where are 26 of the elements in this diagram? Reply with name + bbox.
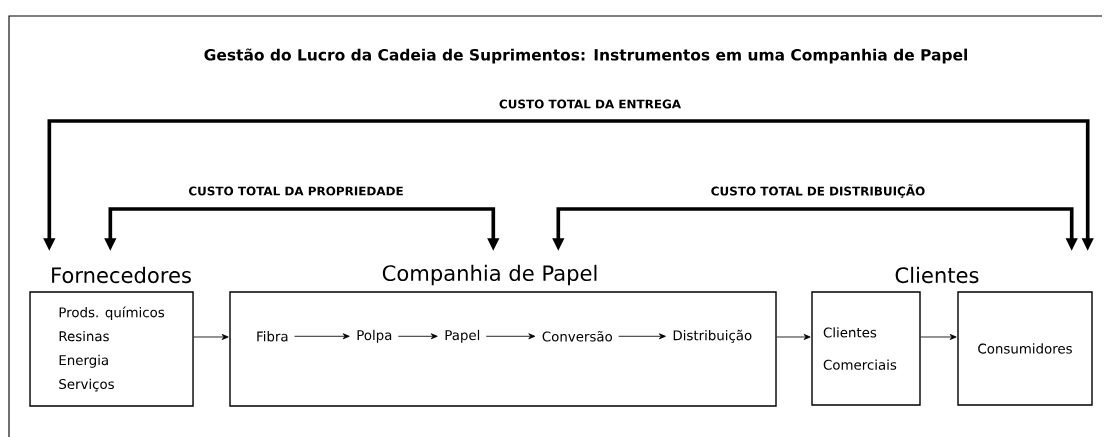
step-label: Polpa (357, 329, 392, 343)
edge-label: CUSTO TOTAL DE DISTRIBUIÇÃO (709, 182, 927, 200)
customer-box: Clientes Comerciais (811, 291, 921, 406)
node-label: Prods. químicos (59, 306, 165, 320)
step-label: Conversão (542, 331, 613, 342)
arrow (920, 334, 957, 340)
arrow (397, 333, 438, 340)
arrow (485, 333, 536, 340)
customer-box: Consumidores (957, 291, 1093, 406)
arrow (193, 334, 229, 340)
group-heading: Clientes (895, 266, 979, 284)
arrow (294, 333, 350, 340)
arrow (776, 334, 811, 340)
arrow (618, 333, 666, 340)
title: Gestão do Lucro da Cadeia de Suprimentos: Instrumentos em uma Companhia de Papel (204, 48, 967, 64)
group-heading: Companhia de Papel (382, 264, 597, 286)
supplier-box: Prods. químicos Resinas Energia Serviços (29, 291, 194, 407)
node-label: Energia (59, 354, 108, 368)
edge-label: CUSTO TOTAL DA ENTREGA (497, 98, 683, 110)
group-heading: Fornecedores (52, 266, 191, 284)
node-label: Resinas (59, 330, 109, 342)
step-label: Fibra (257, 331, 288, 342)
edge-label: CUSTO TOTAL DA PROPRIEDADE (186, 185, 406, 197)
step-label: Distribuição (673, 329, 752, 343)
step-label: Papel (445, 329, 480, 343)
node-label: Serviços (59, 378, 114, 392)
